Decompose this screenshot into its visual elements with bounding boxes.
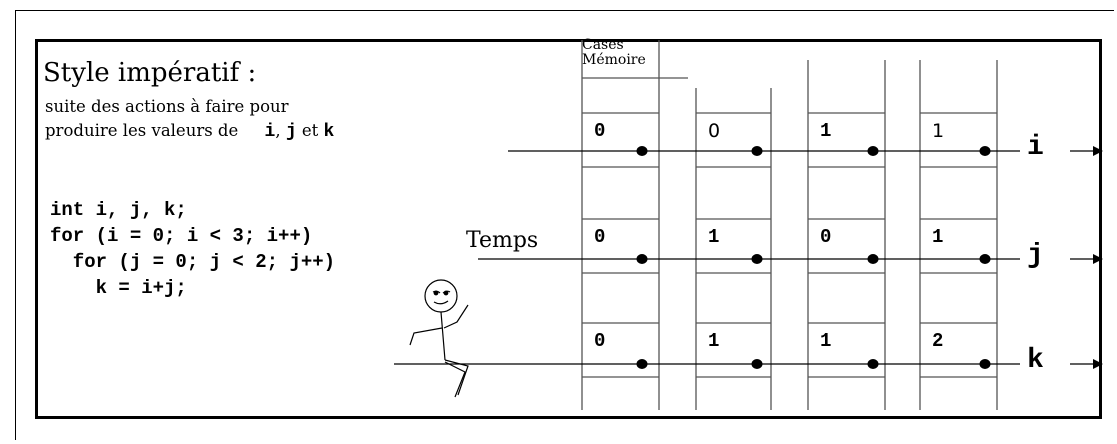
- subtitle-line-1: suite des actions à faire pour: [45, 97, 289, 116]
- time-dot: [979, 146, 991, 156]
- time-dot: [636, 254, 648, 264]
- time-dot: [751, 254, 763, 264]
- cell-value: 1: [820, 120, 832, 142]
- code-line: for (j = 0; j < 2; j++): [50, 251, 336, 273]
- code-line: k = i+j;: [50, 277, 187, 299]
- time-dot: [979, 254, 991, 264]
- cell-value: 0: [820, 226, 832, 248]
- cell-value: 1: [708, 330, 720, 352]
- variable-label-k: k: [1027, 345, 1044, 376]
- cell-value: 1: [932, 120, 945, 142]
- cell-value: 1: [932, 226, 944, 248]
- memory-columns: [581, 40, 998, 410]
- memory-header-line-1: Cases: [582, 37, 624, 53]
- time-dot: [867, 359, 879, 369]
- time-dot: [867, 254, 879, 264]
- stick-figure-icon: [409, 279, 469, 398]
- timelines: [394, 150, 1093, 365]
- arrow-head-icon: [1093, 359, 1103, 369]
- time-dot: [867, 146, 879, 156]
- arrow-head-icon: [1093, 146, 1103, 156]
- time-dots: [636, 146, 1103, 369]
- time-label: Temps: [466, 228, 539, 253]
- outer-frame: [15, 10, 1114, 440]
- title: Style impératif :: [43, 58, 257, 88]
- time-dot: [979, 359, 991, 369]
- subtitle-var-k: k: [323, 122, 335, 142]
- subtitle-line-2: produire les valeurs de i, j et k: [45, 121, 334, 142]
- time-dot: [636, 146, 648, 156]
- cell-value: 1: [820, 330, 832, 352]
- cell-value: 2: [932, 330, 944, 352]
- subtitle-prefix: produire les valeurs de: [45, 121, 239, 140]
- subtitle-var-j: j: [285, 122, 297, 142]
- subtitle-comma: ,: [275, 121, 281, 140]
- cell-value: 0: [594, 120, 606, 142]
- variable-label-j: j: [1027, 240, 1044, 271]
- arrow-head-icon: [1093, 254, 1103, 264]
- memory-header-line-2: Mémoire: [582, 52, 646, 68]
- time-dot: [636, 359, 648, 369]
- cell-value: 0: [594, 330, 606, 352]
- cell-value: 0: [594, 226, 606, 248]
- time-dot: [751, 359, 763, 369]
- time-dot: [751, 146, 763, 156]
- diagram-frame: [35, 39, 1102, 419]
- cell-value: 1: [708, 226, 720, 248]
- cell-value: 0: [708, 120, 721, 142]
- subtitle-var-i: i: [264, 122, 276, 142]
- code-line: for (i = 0; i < 3; i++): [50, 225, 313, 247]
- subtitle-et: et: [301, 121, 319, 140]
- variable-label-i: i: [1027, 132, 1044, 163]
- code-line: int i, j, k;: [50, 199, 187, 221]
